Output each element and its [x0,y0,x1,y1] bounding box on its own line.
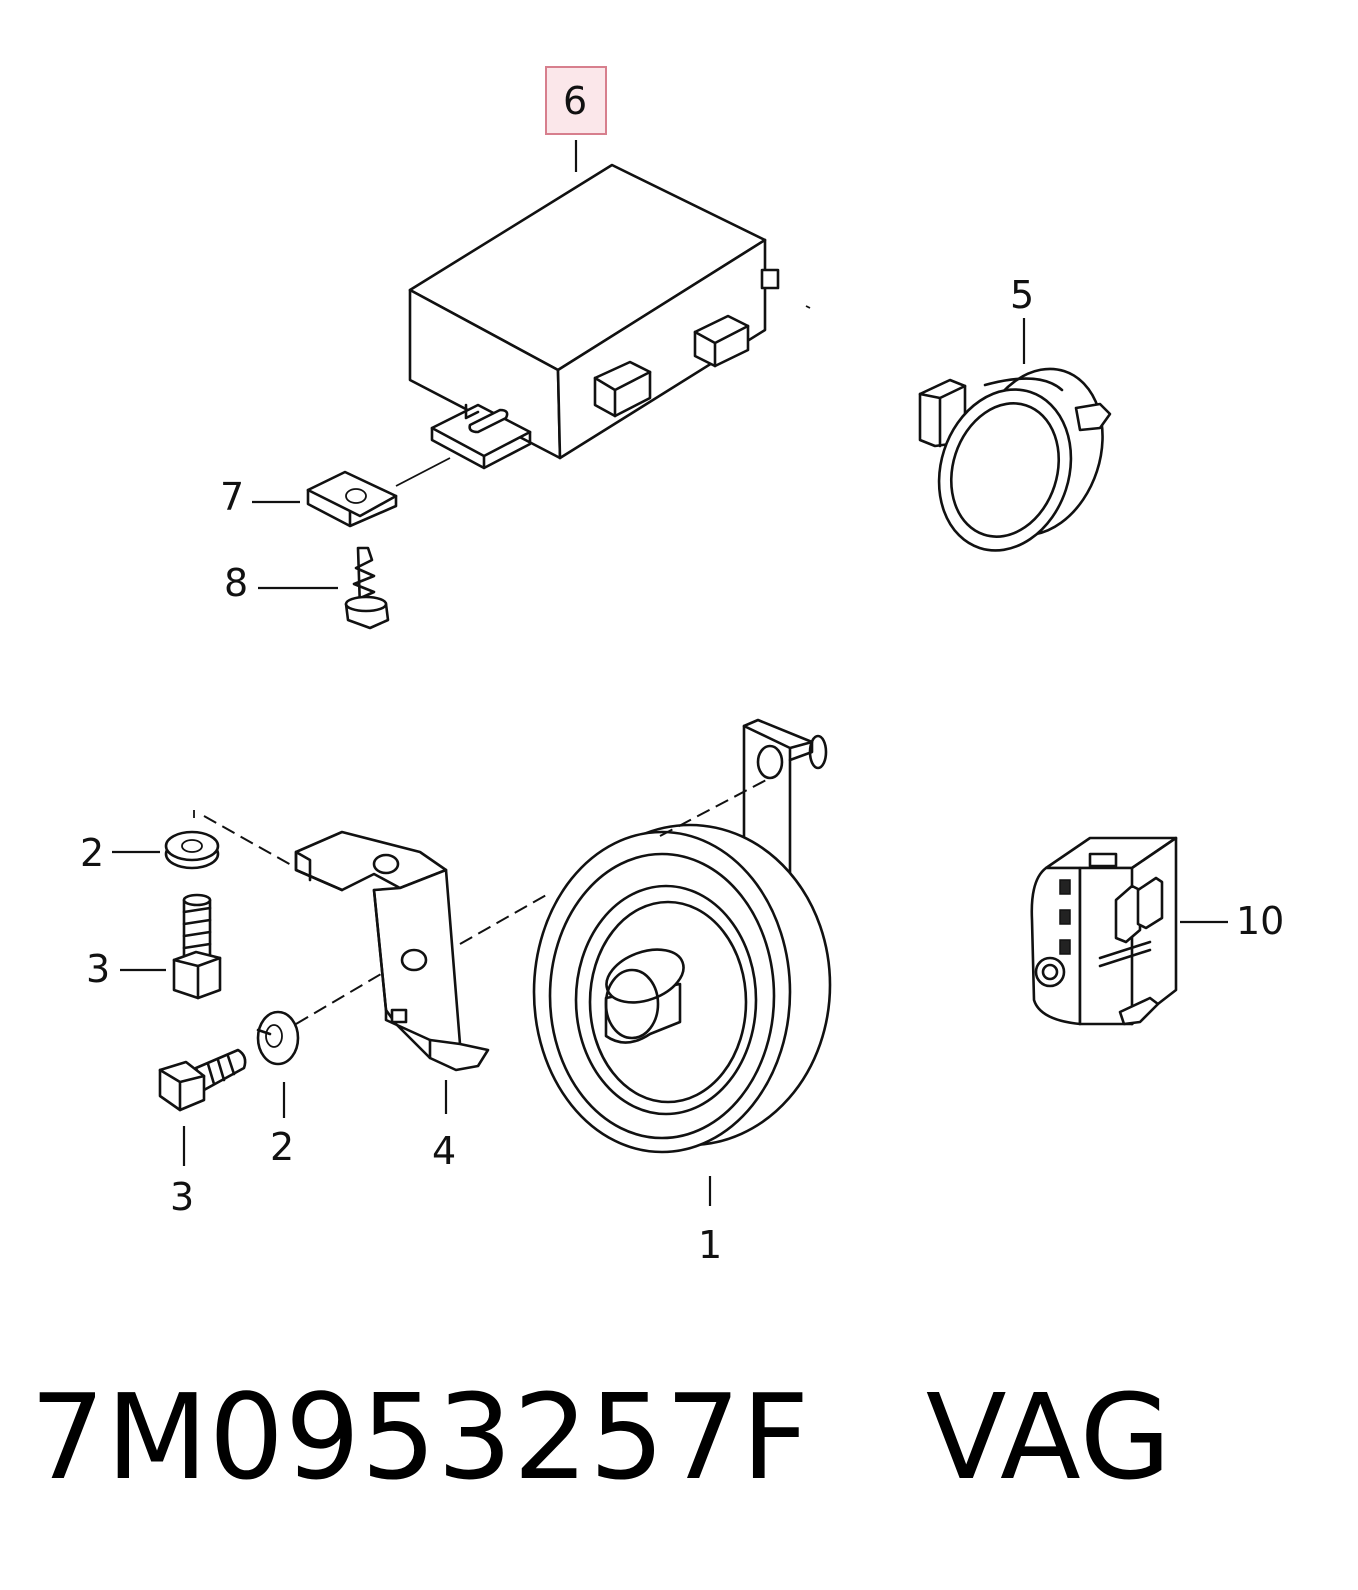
callout-3-upper: 3 [86,947,110,991]
part-7-clip-nut: 7 [220,457,451,528]
part-2-washer-lower: 2 [256,1010,300,1169]
part-3-bolt-upper: 3 [86,893,222,1000]
part-5-sensor: 5 [918,273,1112,552]
callout-7: 7 [220,475,244,519]
part-number: 7M0953257F [30,1368,811,1506]
module-port [1034,956,1066,988]
brand-name: VAG [925,1368,1173,1506]
callout-5: 5 [1010,273,1034,317]
assembly-line-top [203,815,301,871]
connector-left [593,360,652,418]
callout-2-upper: 2 [80,831,104,875]
part-1-horn: 1 [532,718,832,1267]
callout-8: 8 [224,561,248,605]
callout-6-highlight [545,66,607,135]
callout-6: 6 [563,79,587,123]
part-10-module: 10 [1030,836,1284,1026]
callout-2-lower: 2 [270,1125,294,1169]
callout-4: 4 [432,1129,456,1173]
callout-10: 10 [1236,899,1284,943]
callout-1: 1 [698,1223,722,1267]
callout-3-lower: 3 [170,1175,194,1219]
sensor-face [937,388,1073,552]
part-6-control-unit: 6 [408,66,780,470]
part-4-bracket: 4 [294,830,490,1173]
part-number-caption: 7M0953257F VAG [30,1378,1172,1496]
part-3-bolt-lower: 3 [158,1048,247,1219]
part-8-screw: 8 [224,546,390,630]
part-2-washer-upper: 2 [80,830,220,875]
